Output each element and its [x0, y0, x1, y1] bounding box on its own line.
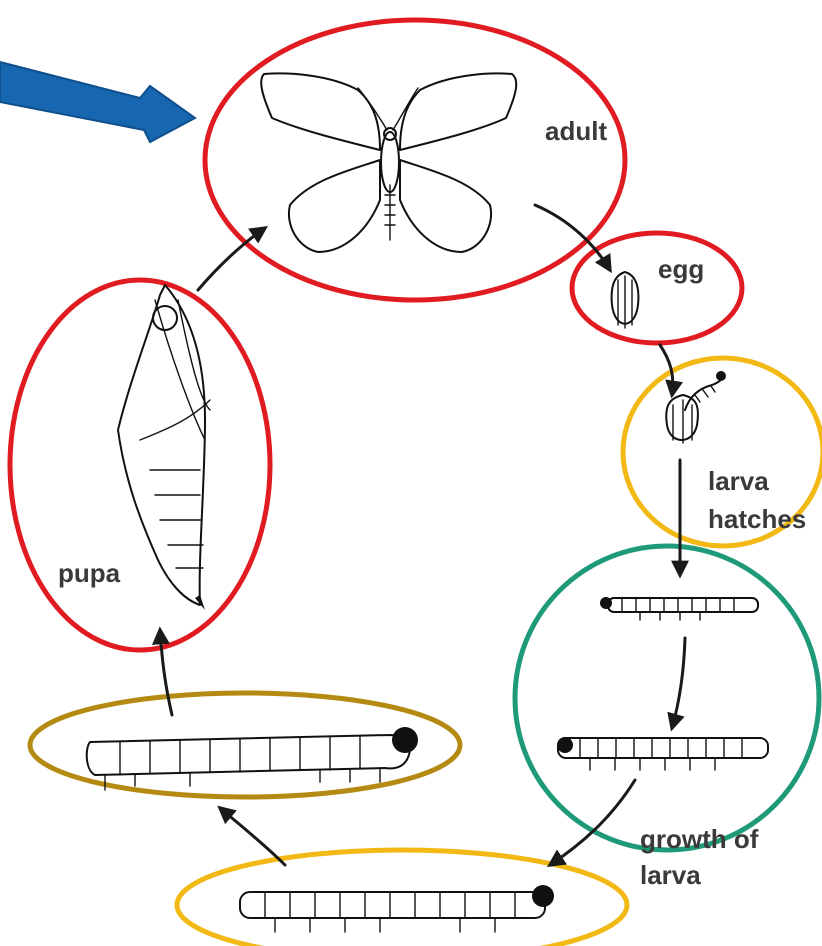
large-to-prepupa-arrow [220, 808, 285, 865]
adult-stage-ring [205, 20, 625, 300]
hatching-larva-icon [666, 371, 726, 443]
medium-larva-icon [557, 737, 768, 770]
larva-hatches-label-line2: hatches [708, 504, 806, 534]
butterfly-icon [261, 73, 516, 252]
large-larva-ring [177, 850, 627, 946]
large-larva-icon [240, 885, 554, 932]
small-larva-icon [600, 597, 758, 620]
growth-to-large-arrow [550, 780, 635, 865]
egg-stage-ring [572, 233, 742, 343]
adult-to-egg-arrow [535, 205, 610, 270]
egg-icon [612, 272, 639, 328]
pupa-icon [118, 285, 210, 610]
egg-label: egg [658, 254, 704, 284]
small-to-medium-arrow [672, 638, 685, 728]
larva-hatches-label-line1: larva [708, 466, 769, 496]
growth-label-line2: larva [640, 860, 701, 890]
pupa-to-adult-arrow [198, 228, 265, 290]
adult-label: adult [545, 116, 607, 146]
pointer-arrow-icon [0, 62, 195, 142]
growth-stage-ring [515, 546, 819, 850]
growth-label-line1: growth of [640, 824, 759, 854]
pupa-label: pupa [58, 558, 121, 588]
pupa-stage-ring [10, 280, 270, 650]
egg-to-larva-arrow [660, 345, 673, 395]
prepupa-larva-icon [87, 727, 418, 790]
